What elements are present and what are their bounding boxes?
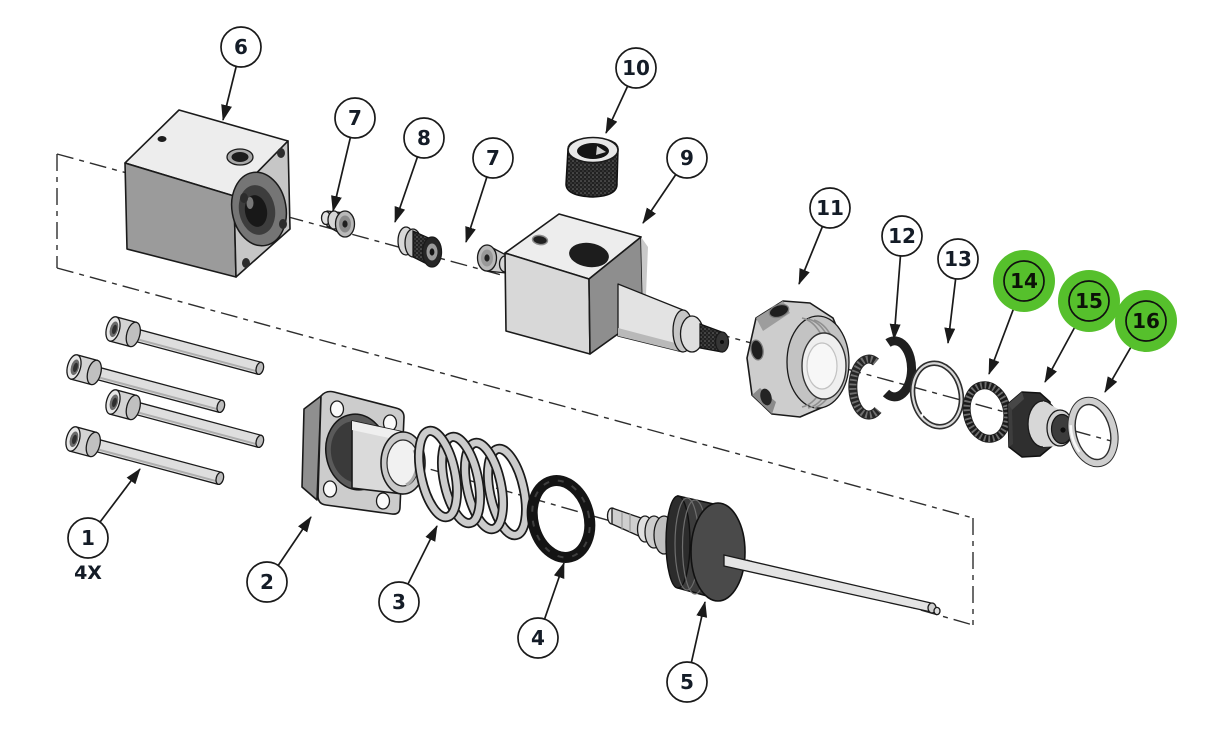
part-socket-head-cap-screw-1 (105, 316, 265, 376)
highlight-halo (1115, 290, 1177, 352)
part-front-flange-bushing (301, 390, 426, 515)
gland-hole (768, 303, 790, 319)
balloon-number: 12 (888, 224, 916, 248)
balloon-number: 11 (816, 196, 844, 220)
balloon-circle (1003, 260, 1045, 302)
mounting-hole (279, 219, 287, 229)
callout-balloon-14[interactable]: 14 (988, 250, 1055, 375)
balloon-number: 7 (348, 106, 362, 130)
callout-balloon-6[interactable]: 6 (220, 26, 262, 121)
balloon-circle (67, 517, 109, 559)
callout-balloon-2[interactable]: 2 (246, 516, 312, 603)
port-hole (569, 242, 609, 268)
callout-balloon-15[interactable]: 15 (1044, 270, 1120, 383)
balloon-number: 14 (1010, 269, 1038, 293)
part-o-ring (526, 475, 596, 563)
part-valve-body (504, 213, 730, 355)
part-serrated-lock-washer (962, 381, 1012, 443)
part-rod-gland-cap (1007, 391, 1074, 458)
mounting-hole (240, 193, 248, 203)
part-rod-wiper-ring (1067, 396, 1119, 468)
part-bearing-gland (746, 300, 850, 418)
callout-balloon-10[interactable]: 10 (605, 47, 657, 134)
highlight-halo (993, 250, 1055, 312)
pin-hole (531, 234, 549, 246)
balloon-circle (1125, 300, 1167, 342)
callout-balloon-13[interactable]: 13 (937, 238, 979, 344)
mounting-hole (277, 148, 285, 158)
callout-balloon-9[interactable]: 9 (642, 137, 708, 224)
balloon-number: 5 (680, 670, 694, 694)
part-socket-head-cap-screw-2 (66, 354, 226, 414)
balloon-number: 7 (486, 146, 500, 170)
callout-balloon-5[interactable]: 5 (666, 601, 708, 703)
quantity-label: 4X (74, 562, 102, 584)
balloon-number: 15 (1075, 289, 1103, 313)
part-coil-spring (414, 425, 531, 541)
balloon-circle (809, 187, 851, 229)
callout-balloon-16[interactable]: 16 (1104, 290, 1177, 393)
flange-hole (322, 480, 338, 498)
callout-balloon-11[interactable]: 11 (798, 187, 851, 285)
balloon-number: 1 (81, 526, 95, 550)
balloon-circle (881, 215, 923, 257)
bore-hole (577, 143, 609, 159)
balloon-circle (220, 26, 262, 68)
balloon-circle (666, 137, 708, 179)
part-spiral-retaining-ring (909, 360, 965, 430)
balloon-number: 4 (531, 626, 545, 650)
piston-rod (723, 554, 932, 613)
balloon-circle (334, 97, 376, 139)
balloon-number: 2 (260, 570, 274, 594)
balloon-circle (615, 47, 657, 89)
rod-tip (933, 606, 941, 616)
part-socket-head-cap-screw-3 (105, 389, 265, 449)
part-socket-head-cap-screw-4 (65, 426, 225, 486)
balloon-circle (403, 117, 445, 159)
balloon-circle (666, 661, 708, 703)
part-poppet-left (320, 210, 356, 238)
flange-hole (329, 400, 345, 418)
balloon-circle (246, 561, 288, 603)
callout-balloon-1[interactable]: 1 (67, 468, 141, 559)
part-piston-and-rod (606, 495, 941, 616)
balloon-number: 8 (417, 126, 431, 150)
balloon-circle (472, 137, 514, 179)
piston-face (690, 502, 746, 602)
balloon-number: 16 (1132, 309, 1160, 333)
gland-hole (750, 339, 764, 361)
pin-hole (157, 136, 167, 142)
callout-balloon-7a[interactable]: 7 (331, 97, 376, 212)
balloon-circle (378, 581, 420, 623)
part-split-ring-retainer (848, 336, 917, 420)
callout-balloon-4[interactable]: 4 (517, 562, 565, 659)
balloon-number: 9 (680, 146, 694, 170)
callout-balloon-8[interactable]: 8 (394, 117, 445, 223)
part-spool-fitting (397, 226, 443, 268)
balloon-circle (937, 238, 979, 280)
center-hole (1060, 427, 1066, 433)
highlight-halo (1058, 270, 1120, 332)
part-knurled-plug (565, 136, 619, 198)
balloon-number: 6 (234, 35, 248, 59)
balloon-circle (1068, 280, 1110, 322)
mounting-hole (242, 258, 250, 268)
callout-balloon-12[interactable]: 12 (881, 215, 923, 340)
flange-hole (375, 492, 391, 510)
middle-boundary-diagonal (56, 267, 974, 519)
part-rear-end-cap (124, 109, 291, 278)
callout-balloon-7b[interactable]: 7 (465, 137, 514, 243)
balloon-number: 10 (622, 56, 650, 80)
balloon-number: 13 (944, 247, 972, 271)
gland-hole (760, 388, 772, 406)
balloon-circle (517, 617, 559, 659)
callout-balloon-3[interactable]: 3 (378, 525, 438, 623)
balloon-number: 3 (392, 590, 406, 614)
